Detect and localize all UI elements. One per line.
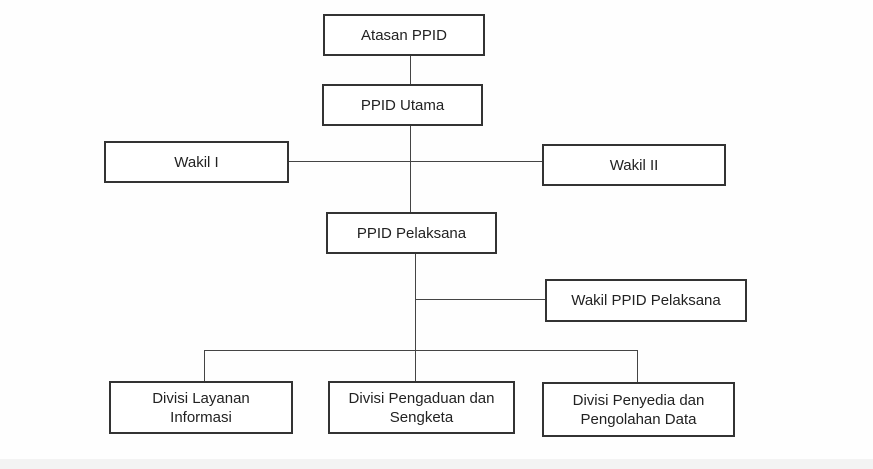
node-wakil-ppid-pelaksana: Wakil PPID Pelaksana [545, 279, 747, 322]
node-ppid-pelaksana: PPID Pelaksana [326, 212, 497, 254]
node-atasan-ppid: Atasan PPID [323, 14, 485, 56]
connector-divisi1 [204, 350, 205, 382]
node-divisi-penyedia-pengolahan-data: Divisi Penyedia dan Pengolahan Data [542, 382, 735, 437]
connector-wakil [288, 161, 543, 162]
node-divisi-pengaduan-sengketa: Divisi Pengaduan dan Sengketa [328, 381, 515, 434]
node-wakil-1: Wakil I [104, 141, 289, 183]
connector-pelaksana-divisi [415, 253, 416, 382]
bottom-band [0, 459, 873, 469]
connector-atasan-utama [410, 55, 411, 85]
node-wakil-2: Wakil II [542, 144, 726, 186]
node-divisi-layanan-informasi: Divisi Layanan Informasi [109, 381, 293, 434]
connector-divisi3 [637, 350, 638, 383]
connector-wakil-pelaksana [415, 299, 546, 300]
connector-utama-pelaksana [410, 125, 411, 214]
node-ppid-utama: PPID Utama [322, 84, 483, 126]
connector-divisi-horizontal [204, 350, 638, 351]
